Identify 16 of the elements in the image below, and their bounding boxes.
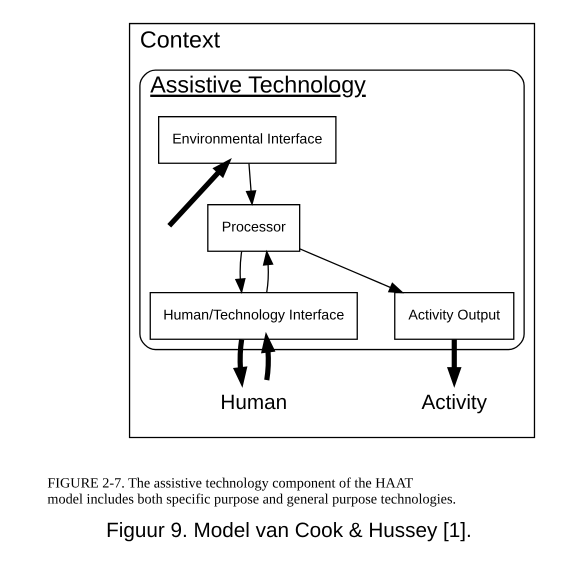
label: FIGURE 2-7. The assistive technology component of the HAAT model includes both specific purpose and general purpose technologies.	[46, 476, 456, 508]
arrow	[166, 158, 232, 228]
caption: Figuur 9. Model van Cook & Hussey [1].	[106, 518, 472, 542]
node-text: Human	[220, 390, 287, 414]
arrow	[262, 250, 274, 292]
node-box: Processor	[206, 204, 300, 252]
node-box: Environmental Interface	[158, 116, 336, 164]
arrow	[299, 248, 404, 294]
arrow	[260, 332, 275, 380]
arrow	[234, 252, 246, 294]
node-text: Activity	[421, 390, 487, 414]
arrow	[245, 164, 256, 206]
arrow	[446, 340, 462, 388]
node-box: Activity Output	[394, 292, 514, 340]
node-box: Human/Technology Interface	[149, 292, 358, 340]
arrow	[232, 339, 247, 388]
